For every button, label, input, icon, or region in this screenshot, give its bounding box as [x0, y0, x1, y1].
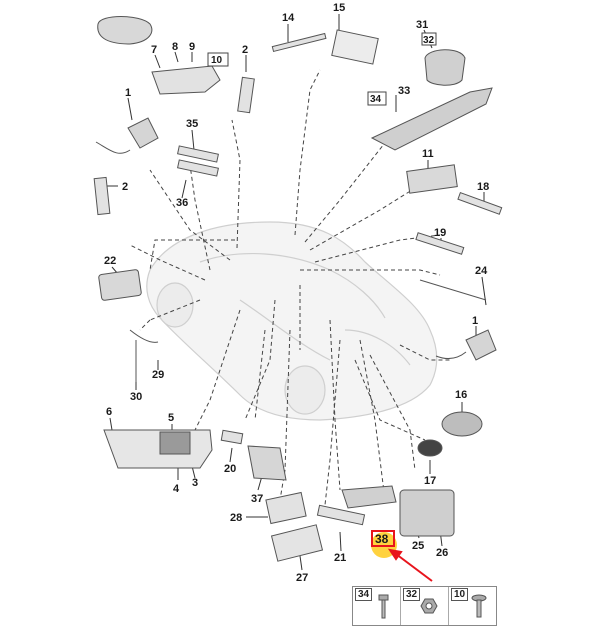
part-31-speaker	[424, 49, 466, 86]
nut-icon	[420, 598, 438, 614]
part-24-cable	[419, 279, 487, 301]
legend-cell-34: 34	[353, 587, 401, 625]
label-19: 19	[434, 227, 446, 239]
part-17-speaker	[417, 439, 443, 457]
label-26: 26	[436, 547, 448, 559]
part-35-strip	[177, 145, 219, 163]
part-1b-cable	[435, 351, 467, 360]
label-17: 17	[424, 475, 436, 487]
label-28: 28	[230, 512, 242, 524]
part-1-sensor-b	[465, 329, 497, 361]
part-36-strip	[177, 159, 219, 177]
part-shapes	[93, 16, 503, 562]
part-37-unit	[247, 445, 287, 481]
bolt-icon	[378, 594, 389, 619]
hardware-legend: 34 32 10	[352, 586, 497, 626]
label-7: 7	[151, 44, 157, 56]
part-14-rail	[271, 32, 327, 53]
part-33-bracket	[370, 87, 493, 151]
part-1a-cable	[95, 141, 131, 154]
part-11-module	[406, 164, 458, 194]
label-9: 9	[189, 41, 195, 53]
legend-tag-32: 32	[403, 588, 421, 601]
label-3: 3	[192, 477, 198, 489]
red-arrow	[387, 548, 433, 582]
roof-antenna-part	[97, 16, 153, 45]
label-5: 5	[168, 412, 174, 424]
part-15-module	[331, 29, 379, 65]
control-unit-7-8-9	[151, 65, 221, 95]
label-11: 11	[422, 148, 434, 160]
label-24: 24	[475, 265, 488, 277]
part-38-bracket	[341, 485, 397, 509]
label-34: 34	[370, 94, 382, 105]
legend-tag-34: 34	[355, 588, 373, 601]
part-29-30-harness	[129, 329, 159, 382]
label-31: 31	[416, 19, 428, 31]
label-8: 8	[172, 41, 178, 53]
part-18-strip	[457, 192, 503, 215]
part-16-speaker	[441, 411, 483, 437]
label-21: 21	[334, 552, 346, 564]
part-25-26-module	[399, 489, 455, 537]
label-35: 35	[186, 118, 198, 130]
label-32: 32	[423, 35, 435, 46]
part-20-clip	[220, 429, 244, 445]
part-labels: 14 15 31 32 8 9 10 7 2 33 34 1 35 36 2 1…	[104, 2, 489, 584]
part-28-module	[265, 491, 307, 525]
legend-cell-32: 32	[401, 587, 449, 625]
label-14: 14	[282, 12, 295, 24]
label-4: 4	[173, 483, 180, 495]
label-16: 16	[455, 389, 467, 401]
label-29: 29	[152, 369, 164, 381]
part-6-5-carrier	[103, 429, 213, 469]
label-27: 27	[296, 572, 308, 584]
label-1-right: 1	[472, 315, 478, 327]
label-15: 15	[333, 2, 345, 14]
label-2-top: 2	[242, 44, 248, 56]
label-2-left: 2	[122, 181, 128, 193]
label-6: 6	[106, 406, 112, 418]
label-18: 18	[477, 181, 489, 193]
part-19-strip	[415, 232, 465, 255]
part-2-sensor-a	[237, 76, 255, 114]
legend-cell-10: 10	[449, 587, 496, 625]
label-30: 30	[130, 391, 142, 403]
legend-tag-10: 10	[451, 588, 469, 601]
label-10: 10	[211, 55, 223, 66]
part-2-sensor-b	[93, 176, 111, 216]
label-33: 33	[398, 85, 410, 97]
screw-icon	[471, 594, 487, 618]
vehicle-outline	[146, 221, 438, 421]
label-22: 22	[104, 255, 116, 267]
label-25: 25	[412, 540, 424, 552]
part-22-module	[98, 269, 142, 301]
label-37: 37	[251, 493, 263, 505]
label-20: 20	[224, 463, 236, 475]
part-5-unit	[159, 431, 191, 455]
leader-lines	[129, 69, 450, 506]
part-27-module	[270, 524, 324, 562]
label-1-left: 1	[125, 87, 131, 99]
part-1-sensor-a	[127, 117, 159, 149]
label-36: 36	[176, 197, 188, 209]
label-38: 38	[375, 532, 389, 546]
part-21-bracket	[316, 504, 366, 526]
